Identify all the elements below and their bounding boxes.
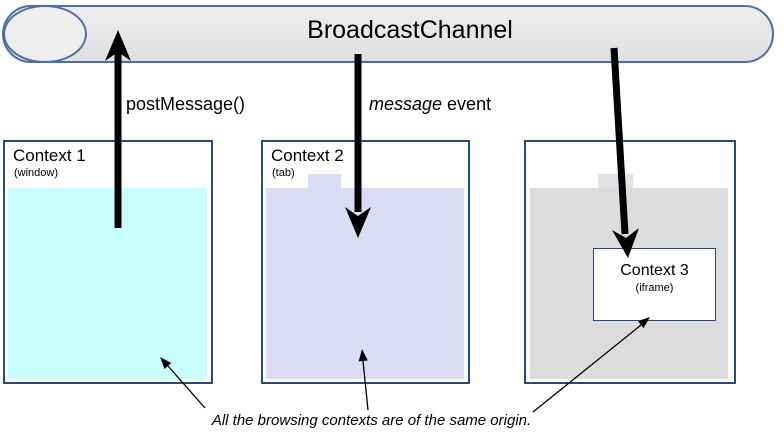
context1-box: Context 1 (window) [3, 140, 213, 384]
context3-subtitle: (iframe) [635, 282, 674, 294]
context2-box: Context 2 (tab) [261, 140, 470, 384]
context1-content-area [8, 188, 207, 379]
postmessage-label: postMessage() [126, 94, 246, 114]
context3-iframe-box: Context 3 (iframe) [593, 248, 716, 321]
origin-caption: All the browsing contexts are of the sam… [211, 412, 532, 429]
pipe-left-cap [3, 5, 87, 63]
context2-subtitle: (tab) [272, 167, 295, 179]
event-word: event [442, 94, 492, 114]
context2-content-area [266, 188, 464, 379]
context3-tab-shape [598, 174, 633, 188]
context2-title: Context 2 [271, 146, 344, 165]
context3-outer-box: Context 3 (iframe) [524, 140, 736, 384]
context2-tab-shape [308, 174, 341, 188]
context1-title: Context 1 [13, 146, 86, 165]
context1-subtitle: (window) [14, 167, 59, 179]
channel-title: BroadcastChannel [307, 16, 513, 44]
message-event-label: message event [369, 93, 491, 115]
message-word: message [369, 94, 443, 114]
context3-title: Context 3 [620, 262, 689, 279]
